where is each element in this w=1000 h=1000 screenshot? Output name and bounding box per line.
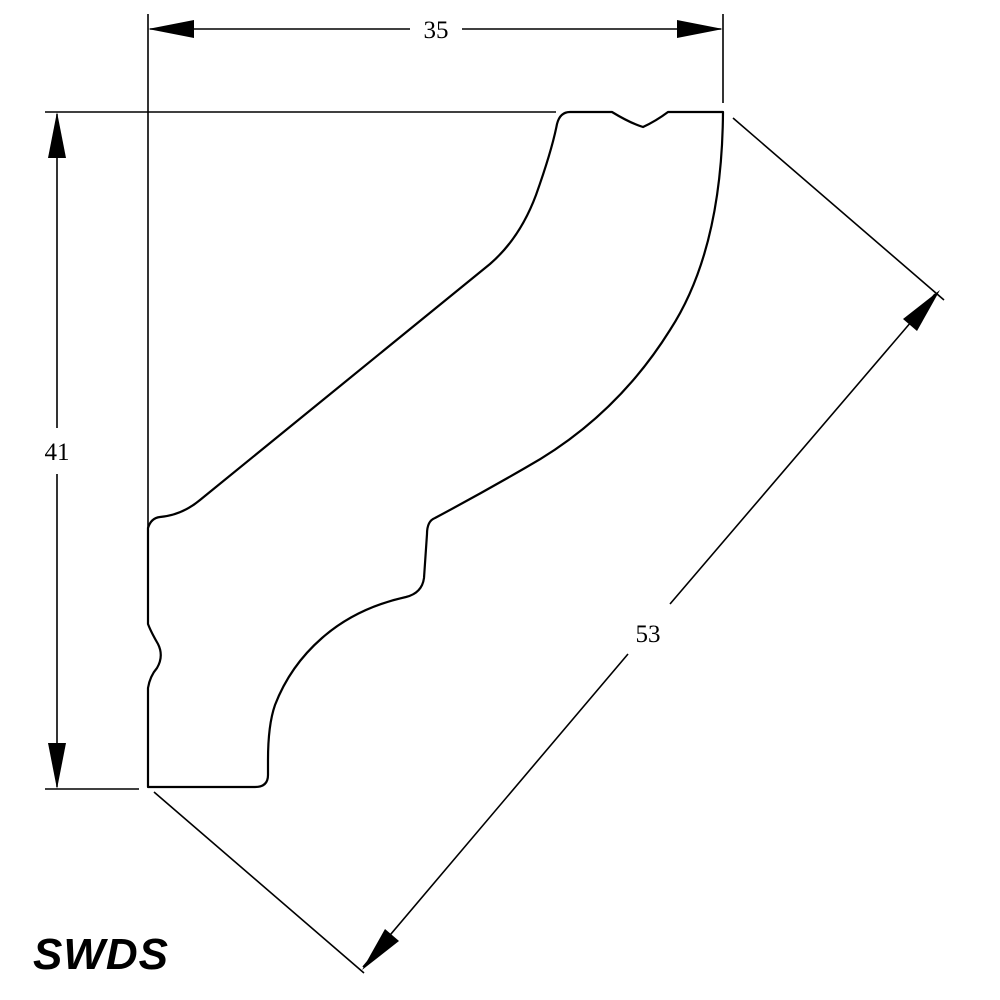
- extension-line-upper-diagonal: [732, 117, 945, 301]
- face-arrow-lower: [362, 929, 399, 970]
- width-arrow-right: [677, 20, 723, 38]
- brand-logo-text: SWDS: [33, 930, 169, 979]
- face-arrow-upper: [903, 290, 940, 331]
- face-dimension-line-upper: [669, 293, 936, 605]
- width-dimension-label: 35: [424, 17, 449, 44]
- height-arrow-top: [48, 112, 66, 158]
- height-dimension-label: 41: [45, 439, 70, 466]
- moulding-profile: [146, 110, 725, 789]
- face-dimension-label: 53: [636, 621, 661, 648]
- face-dimension-line-lower: [362, 653, 629, 968]
- extension-line-lower-diagonal: [153, 791, 365, 974]
- height-arrow-bottom: [48, 743, 66, 789]
- width-arrow-left: [148, 20, 194, 38]
